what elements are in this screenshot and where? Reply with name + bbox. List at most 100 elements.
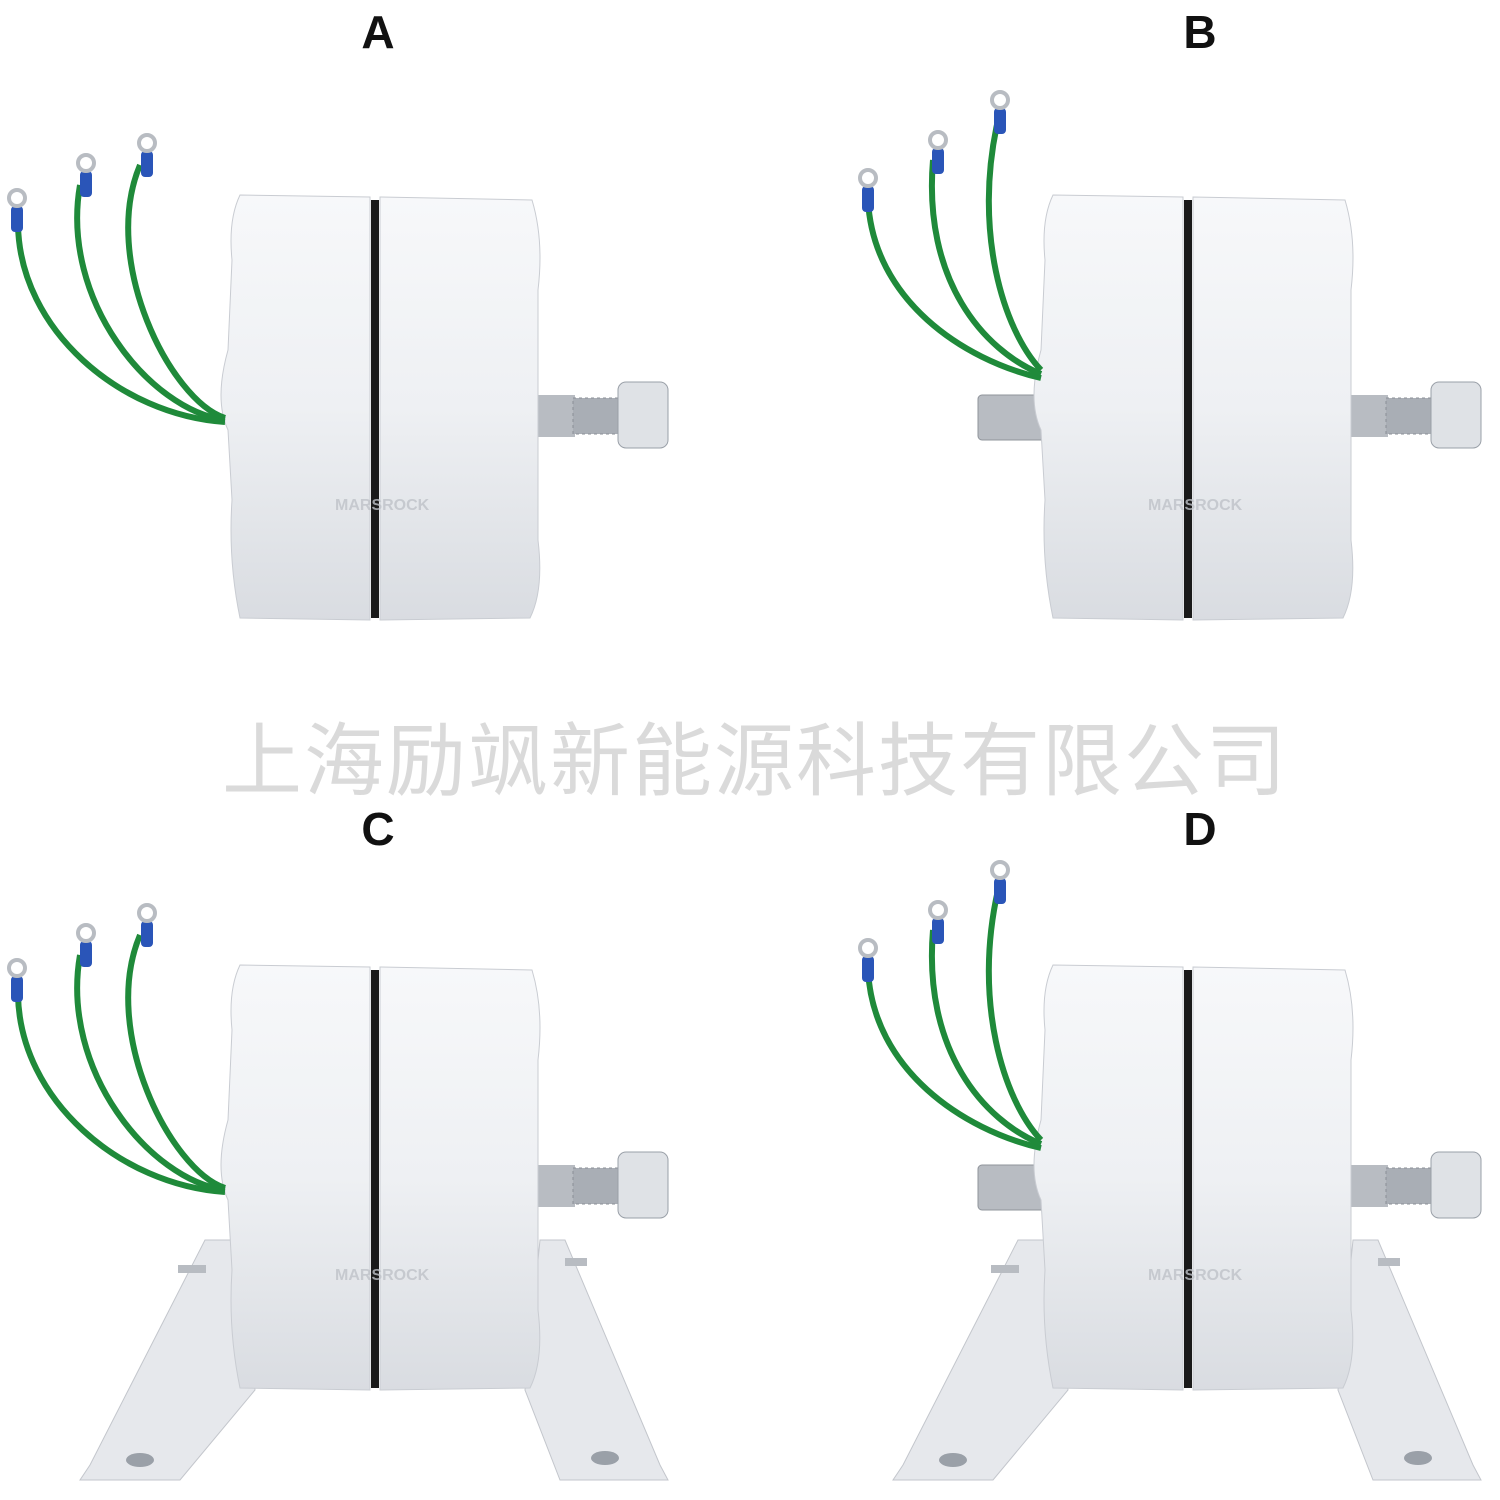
base-right-foot	[1337, 1239, 1482, 1481]
ring-terminal	[928, 130, 948, 174]
hex-nut	[617, 1151, 669, 1219]
body-seam	[371, 200, 379, 618]
base-right-foot	[524, 1239, 669, 1481]
wire	[15, 224, 226, 425]
mounting-base	[79, 1239, 669, 1481]
panel-label-c: C	[361, 803, 395, 855]
generator-panel-b: MARSROCK	[858, 90, 1482, 621]
panel-label-a: A	[361, 6, 395, 58]
terminal-sleeve	[141, 921, 153, 947]
body-front-half	[379, 966, 541, 1391]
wire	[928, 159, 1043, 377]
threaded-bolt	[572, 1167, 622, 1205]
terminal-sleeve	[862, 186, 874, 212]
terminal-sleeve	[11, 976, 23, 1002]
ring-terminal	[7, 958, 27, 1002]
threaded-bolt	[1385, 397, 1435, 435]
terminal-sleeve	[932, 148, 944, 174]
terminal-sleeve	[11, 206, 23, 232]
hex-nut	[1430, 381, 1482, 449]
generator-panel-a: MARSROCK	[7, 133, 669, 621]
wire	[865, 969, 1042, 1151]
terminal-ring	[928, 900, 948, 920]
body-rear-half	[220, 194, 371, 621]
terminal-ring	[137, 133, 157, 153]
threaded-bolt	[1385, 1167, 1435, 1205]
body-seam	[1184, 200, 1192, 618]
hex-nut	[617, 381, 669, 449]
terminal-ring	[990, 860, 1010, 880]
ring-terminal	[858, 168, 878, 212]
body-rear-half	[220, 964, 371, 1391]
terminal-sleeve	[141, 151, 153, 177]
bolt	[178, 1265, 206, 1273]
threaded-bolt	[572, 397, 622, 435]
body-seam	[1184, 970, 1192, 1388]
ring-terminal	[76, 153, 96, 197]
hex-nut	[1430, 1151, 1482, 1219]
ring-terminal	[858, 938, 878, 982]
wire	[985, 119, 1044, 373]
body-rear-half	[1033, 194, 1184, 621]
mount-hole	[939, 1453, 967, 1467]
mount-hole	[126, 1453, 154, 1467]
bolt	[565, 1258, 587, 1266]
generator-panel-d: MARSROCK	[858, 860, 1482, 1481]
terminal-sleeve	[862, 956, 874, 982]
marsrock-logo: MARSROCK	[1148, 497, 1243, 514]
wire	[125, 163, 227, 421]
terminal-ring	[7, 188, 27, 208]
wire	[74, 954, 226, 1193]
ring-terminal	[990, 860, 1010, 904]
panel-label-b: B	[1183, 6, 1217, 58]
mount-hole	[591, 1451, 619, 1465]
ring-terminal	[990, 90, 1010, 134]
body-rear-half	[1033, 964, 1184, 1391]
ring-terminal	[137, 903, 157, 947]
company-watermark: 上海励飒新能源科技有限公司	[222, 715, 1288, 808]
terminal-sleeve	[994, 878, 1006, 904]
terminal-ring	[990, 90, 1010, 110]
mounting-base	[892, 1239, 1482, 1481]
body-front-half	[1192, 966, 1354, 1391]
wire	[928, 929, 1043, 1147]
terminal-sleeve	[80, 941, 92, 967]
wire	[865, 199, 1042, 381]
terminal-sleeve	[932, 918, 944, 944]
bolt	[1378, 1258, 1400, 1266]
marsrock-logo: MARSROCK	[335, 497, 430, 514]
ring-terminal	[7, 188, 27, 232]
wire	[985, 889, 1044, 1143]
front-shaft	[535, 1165, 575, 1207]
wire	[74, 184, 226, 423]
body-seam	[371, 970, 379, 1388]
terminal-ring	[928, 130, 948, 150]
terminal-ring	[858, 168, 878, 188]
front-shaft	[1348, 1165, 1388, 1207]
front-shaft	[535, 395, 575, 437]
wire	[15, 994, 226, 1195]
terminal-ring	[76, 153, 96, 173]
mount-hole	[1404, 1451, 1432, 1465]
body-front-half	[1192, 196, 1354, 621]
ring-terminal	[137, 133, 157, 177]
ring-terminal	[928, 900, 948, 944]
body-front-half	[379, 196, 541, 621]
terminal-ring	[137, 903, 157, 923]
ring-terminal	[76, 923, 96, 967]
front-shaft	[1348, 395, 1388, 437]
generator-panel-c: MARSROCK	[7, 903, 669, 1481]
terminal-sleeve	[994, 108, 1006, 134]
terminal-ring	[7, 958, 27, 978]
terminal-sleeve	[80, 171, 92, 197]
marsrock-logo: MARSROCK	[335, 1267, 430, 1284]
panel-label-d: D	[1183, 803, 1217, 855]
terminal-ring	[76, 923, 96, 943]
base-left-foot	[79, 1239, 256, 1481]
wire	[125, 933, 227, 1191]
bolt	[991, 1265, 1019, 1273]
base-left-foot	[892, 1239, 1069, 1481]
terminal-ring	[858, 938, 878, 958]
